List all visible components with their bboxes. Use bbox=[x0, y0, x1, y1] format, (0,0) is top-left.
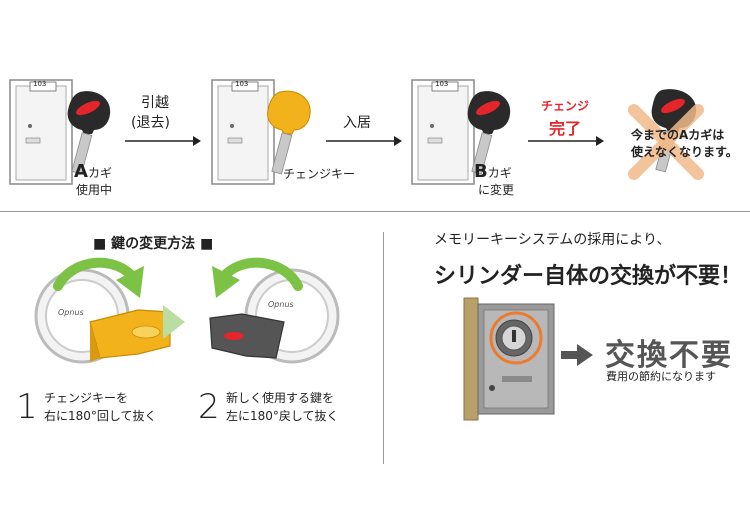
change-label: チェンジ bbox=[541, 99, 590, 113]
arrow1-label-line1: 引越 bbox=[141, 95, 169, 111]
no-replacement-label: 交換不要 bbox=[605, 338, 733, 373]
door-illustration-3 bbox=[411, 79, 475, 185]
vertical-divider bbox=[383, 232, 384, 464]
rotate-left-arrow-icon bbox=[212, 257, 303, 298]
arrow2-label: 入居 bbox=[343, 115, 371, 131]
step2-number: 2 bbox=[198, 387, 220, 427]
arrow-right-icon-3 bbox=[528, 136, 604, 146]
door-illustration-2 bbox=[211, 79, 275, 185]
brand-label-2: Opnus bbox=[268, 300, 294, 309]
arrow-right-icon-2 bbox=[326, 136, 402, 146]
horizontal-divider bbox=[0, 211, 750, 212]
key-b-label: Bカギ bbox=[474, 161, 512, 182]
step2-line1: 新しく使用する鍵を bbox=[226, 391, 335, 405]
arrow-right-icon-1 bbox=[125, 136, 201, 146]
step2-line2: 左に180°戻して抜く bbox=[226, 409, 339, 423]
change-key-icon bbox=[267, 90, 311, 175]
next-step-triangle-icon bbox=[163, 305, 185, 339]
key-b-status: に変更 bbox=[478, 183, 515, 197]
cross-mark-icon bbox=[628, 104, 704, 180]
no-cylinder-replacement-headline: シリンダー自体の交換が不要！ bbox=[434, 264, 743, 289]
key-a-label: Aカギ bbox=[74, 161, 112, 182]
door-number-2: 103 bbox=[235, 80, 249, 88]
complete-label: 完了 bbox=[549, 119, 582, 138]
rotate-right-arrow-icon bbox=[53, 257, 144, 298]
key-a-icon bbox=[67, 91, 111, 175]
key-b-icon bbox=[467, 91, 511, 175]
arrow1-label-line2: (退去) bbox=[131, 115, 170, 131]
key-change-method-title: ■ 鍵の変更方法 ■ bbox=[93, 236, 214, 252]
final-message-line2: 使えなくなります。 bbox=[631, 145, 738, 159]
door-number-3: 103 bbox=[435, 80, 449, 88]
door-number-1: 103 bbox=[33, 80, 47, 88]
gray-arrow-right-icon bbox=[561, 344, 593, 366]
cost-saving-label: 費用の節約になります bbox=[606, 370, 716, 383]
step1-line1: チェンジキーを bbox=[44, 391, 129, 405]
step1-number: 1 bbox=[16, 387, 38, 427]
memory-key-system-text: メモリーキーシステムの採用により、 bbox=[434, 232, 671, 248]
cylinder-black-key-illustration bbox=[209, 268, 340, 364]
door-illustration-1 bbox=[9, 79, 73, 185]
highlight-circle bbox=[489, 311, 543, 365]
final-message-line1: 今までのAカギは bbox=[631, 128, 725, 142]
brand-label-1: Opnus bbox=[58, 308, 84, 317]
step1-line2: 右に180°回して抜く bbox=[44, 409, 157, 423]
key-a-status: 使用中 bbox=[76, 183, 113, 197]
change-key-label: チェンジキー bbox=[283, 167, 356, 181]
